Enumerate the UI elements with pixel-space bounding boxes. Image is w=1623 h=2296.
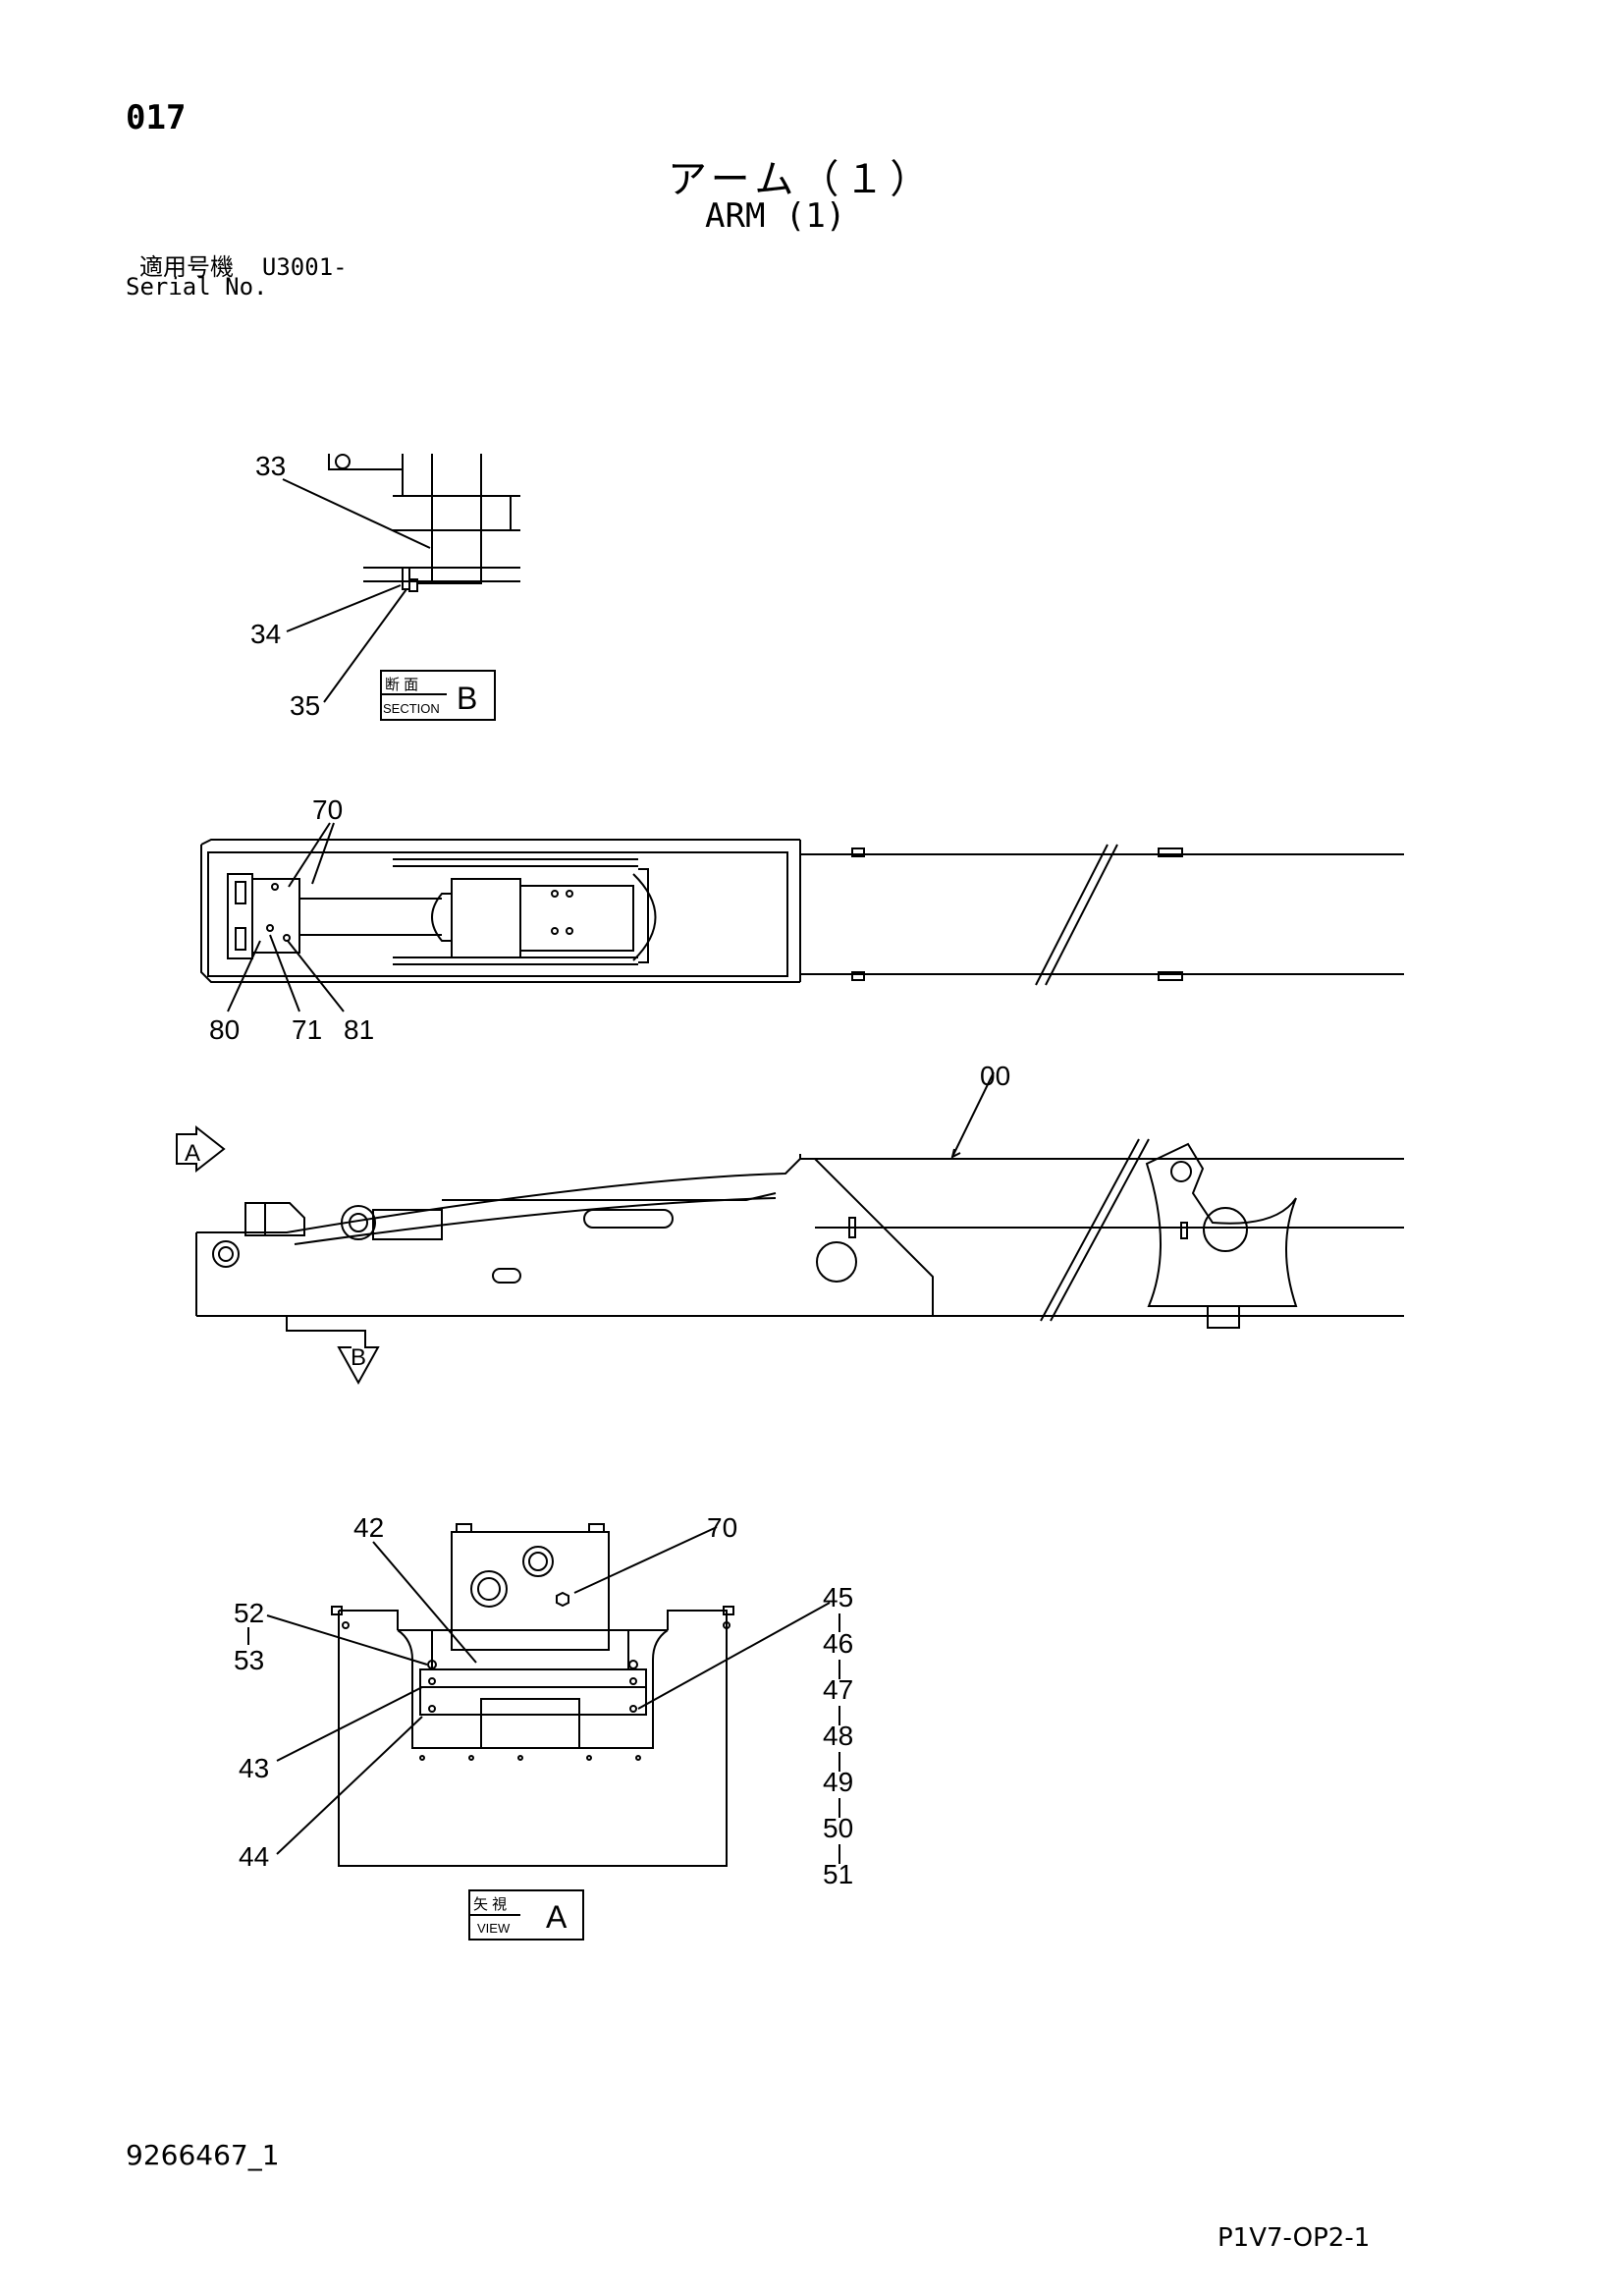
callout-33: 33: [255, 451, 286, 481]
callout-81: 81: [344, 1014, 374, 1045]
callout-35: 35: [290, 690, 320, 721]
drawing-code: P1V7-OP2-1: [1217, 2223, 1371, 2253]
top-view-drawing: [200, 822, 1404, 1012]
arrow-a-label: A: [185, 1140, 200, 1167]
callout-70-top: 70: [312, 794, 343, 825]
callout-45: 45: [823, 1582, 853, 1613]
callout-42: 42: [353, 1512, 384, 1543]
callout-53: 53: [234, 1645, 264, 1675]
callout-46: 46: [823, 1628, 853, 1659]
callout-43: 43: [239, 1753, 269, 1783]
serial-label-english: Serial No.: [126, 273, 268, 301]
document-id: 9266467_1: [126, 2139, 280, 2171]
section-b-drawing: [282, 454, 520, 721]
callout-52: 52: [234, 1598, 264, 1628]
callout-34: 34: [250, 619, 281, 649]
title-english: ARM (1): [705, 196, 846, 236]
title-japanese: アーム（１）: [668, 157, 936, 202]
serial-label-japanese: 適用号機 U3001-: [139, 247, 348, 282]
serial-label-jp-text: 適用号機: [139, 253, 234, 281]
callout-48: 48: [823, 1721, 853, 1751]
callout-50: 50: [823, 1813, 853, 1843]
callout-44: 44: [239, 1841, 269, 1872]
side-view-drawing: [176, 1071, 1404, 1386]
section-badge-letter: B: [457, 681, 477, 716]
callout-47: 47: [823, 1674, 853, 1705]
view-badge-letter: A: [546, 1899, 568, 1935]
view-a-drawing: [247, 1523, 840, 1941]
section-badge-jp: 断 面: [385, 677, 418, 693]
callout-71: 71: [292, 1014, 322, 1045]
callout-80: 80: [209, 1014, 240, 1045]
callout-70-view: 70: [707, 1512, 737, 1543]
callout-51: 51: [823, 1859, 853, 1889]
section-badge-en: SECTION: [383, 701, 440, 716]
arrow-b-label: B: [351, 1344, 366, 1371]
serial-value: U3001-: [261, 253, 348, 281]
view-badge-en: VIEW: [477, 1921, 511, 1936]
callout-00: 00: [980, 1061, 1010, 1091]
callout-49: 49: [823, 1767, 853, 1797]
view-badge-jp: 矢 視: [473, 1896, 507, 1913]
page-code: 017: [126, 98, 187, 137]
